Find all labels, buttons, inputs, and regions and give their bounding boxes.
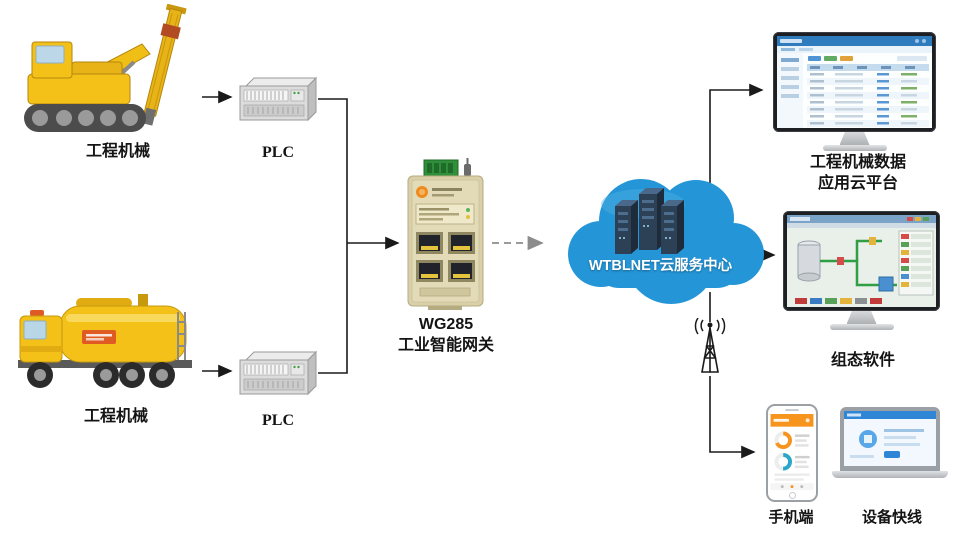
drill-rig-icon [8,3,203,145]
smartphone-icon [766,404,818,502]
cloud-service-label: WTBLNET云服务中心 [588,258,733,274]
cloud-platform-label-line2: 应用云平台 [817,175,898,192]
gateway-name-label: 工业智能网关 [397,337,494,354]
plc2-icon [238,350,318,401]
scada-label: 组态软件 [830,352,895,369]
wireless-antenna-icon [687,317,733,385]
engineering-truck-icon [10,272,200,407]
industrial-gateway-icon [398,158,493,315]
data-platform-monitor-icon [773,32,936,151]
server-rack-icon [615,188,684,254]
machine1-label: 工程机械 [85,143,150,160]
device-express-label: 设备快线 [861,509,922,526]
laptop-icon [832,407,948,478]
mobile-label: 手机端 [768,509,814,526]
cloud-icon: WTBLNET云服务中心 [553,166,768,311]
plc1-label: PLC [262,144,294,161]
scada-monitor-icon [783,211,940,330]
machine2-label: 工程机械 [83,408,148,425]
cloud-platform-label-line1: 工程机械数据 [809,154,906,171]
plc2-label: PLC [262,412,294,429]
gateway-model-label: WG285 [418,316,474,333]
plc1-icon [238,76,318,127]
